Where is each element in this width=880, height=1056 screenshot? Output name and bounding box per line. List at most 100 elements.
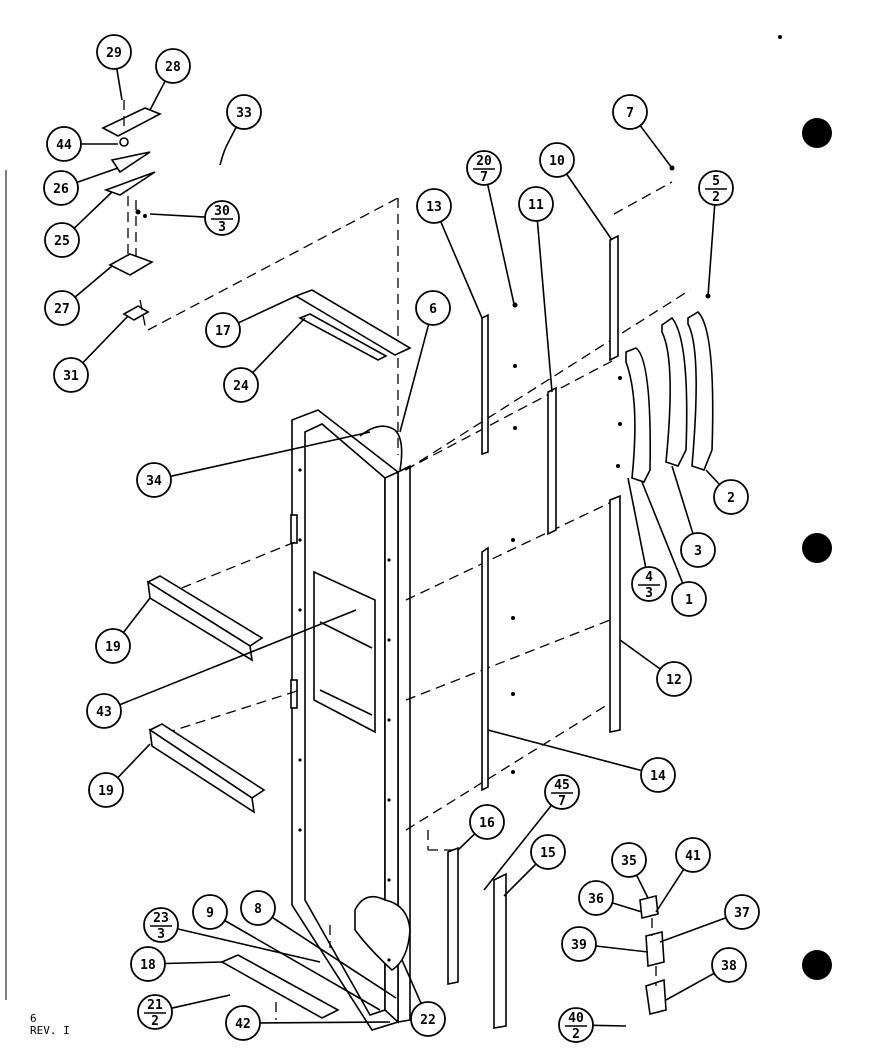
callout-qty-5: 2 [712, 190, 720, 205]
leader-line-6 [399, 324, 430, 433]
callout-qty-45: 7 [558, 794, 566, 809]
callout-label-8: 8 [254, 902, 262, 917]
leader-line-12 [619, 639, 661, 670]
callout-label-12: 12 [666, 673, 682, 688]
callout-label-6: 6 [429, 302, 437, 317]
leader-line-7 [639, 125, 673, 169]
callout-circle-41 [675, 837, 711, 873]
callout-circle-16 [469, 804, 505, 840]
leader-line-17 [238, 295, 297, 324]
callout-label-7: 7 [626, 106, 634, 121]
callout-label-39: 39 [571, 938, 587, 953]
callout-label-25: 25 [54, 234, 70, 249]
leader-line-45 [483, 804, 553, 891]
callout-label-24: 24 [233, 379, 249, 394]
callout-label-35: 35 [621, 854, 637, 869]
callout-circle-9 [192, 894, 228, 930]
callout-label-44: 44 [56, 138, 72, 153]
callout-circle-33 [226, 94, 262, 130]
leader-line-5 [707, 204, 716, 297]
callout-circle-21 [137, 994, 173, 1030]
wire-harness [359, 425, 403, 471]
callout-circle-28 [155, 48, 191, 84]
cabinet-frame [290, 409, 411, 1031]
callout-qty-20: 7 [480, 170, 488, 185]
callout-label-5: 5 [712, 174, 720, 189]
callout-circle-38 [711, 947, 747, 983]
callout-circle-8 [240, 890, 276, 926]
callout-circle-26 [43, 170, 79, 206]
callout-circle-39 [561, 926, 597, 962]
callout-label-40: 40 [568, 1011, 584, 1026]
corner-mark [778, 35, 782, 39]
callout-circle-24 [223, 367, 259, 403]
callout-circle-15 [530, 834, 566, 870]
binder-hole-top [802, 118, 832, 148]
callout-circle-10 [539, 142, 575, 178]
callout-label-37: 37 [734, 906, 750, 921]
leader-line-41 [655, 868, 685, 913]
callout-circle-43 [86, 693, 122, 729]
callout-circle-4 [631, 566, 667, 602]
callout-label-15: 15 [540, 846, 556, 861]
callout-qty-30: 3 [218, 220, 226, 235]
leader-line-20 [486, 184, 515, 305]
leader-line-15 [503, 863, 537, 897]
leader-line-19 [117, 743, 151, 779]
callout-qty-21: 2 [151, 1014, 159, 1029]
leader-line-24 [252, 317, 306, 374]
callout-label-16: 16 [479, 816, 495, 831]
callout-label-45: 45 [554, 778, 570, 793]
callout-circle-1 [671, 581, 707, 617]
callout-circle-42 [225, 1005, 261, 1041]
callout-circle-30 [204, 200, 240, 236]
callout-circle-34 [136, 462, 172, 498]
callout-circle-19 [95, 628, 131, 664]
callout-label-23: 23 [153, 911, 169, 926]
callout-qty-4: 3 [645, 586, 653, 601]
callout-circle-36 [578, 880, 614, 916]
callout-label-3: 3 [694, 544, 702, 559]
leader-line-36 [612, 902, 643, 913]
leader-line-33 [227, 126, 237, 144]
callout-circle-17 [205, 312, 241, 348]
callouts: 2928334426253032731172463413207111075223… [43, 34, 760, 1043]
leader-line-10 [565, 173, 613, 241]
bottom-strips [447, 846, 507, 1029]
callout-circle-29 [96, 34, 132, 70]
callout-circle-35 [611, 842, 647, 878]
leader-line-34 [170, 431, 371, 478]
callout-circle-6 [415, 290, 451, 326]
leader-line-40 [592, 1024, 627, 1027]
callout-label-41: 41 [685, 849, 701, 864]
callout-label-14: 14 [650, 769, 666, 784]
leader-line-39 [595, 945, 649, 953]
projection-lines [139, 181, 691, 851]
callout-circle-19 [88, 772, 124, 808]
callout-circle-2 [713, 479, 749, 515]
callout-label-9: 9 [206, 906, 214, 921]
callout-circle-31 [53, 357, 89, 393]
bottom-rail [220, 925, 340, 1020]
callout-label-13: 13 [426, 200, 442, 215]
callout-label-27: 27 [54, 302, 70, 317]
leader-line-35 [635, 874, 649, 899]
leader-line-38 [665, 972, 715, 1001]
callout-label-20: 20 [476, 154, 492, 169]
leader-line-11 [536, 220, 553, 393]
leader-line-31 [82, 315, 129, 364]
leader-line-3 [671, 465, 694, 535]
callout-qty-23: 3 [157, 927, 165, 942]
leader-line-9 [224, 919, 381, 1011]
callout-circle-37 [724, 894, 760, 930]
callout-circle-22 [410, 1001, 446, 1037]
crossbar-supports [146, 575, 266, 814]
callout-circle-27 [44, 290, 80, 326]
callout-label-26: 26 [53, 182, 69, 197]
leader-line-13 [439, 221, 483, 319]
top-channel-brackets [294, 289, 412, 361]
leader-line-16 [457, 833, 476, 851]
callout-label-21: 21 [147, 998, 163, 1013]
